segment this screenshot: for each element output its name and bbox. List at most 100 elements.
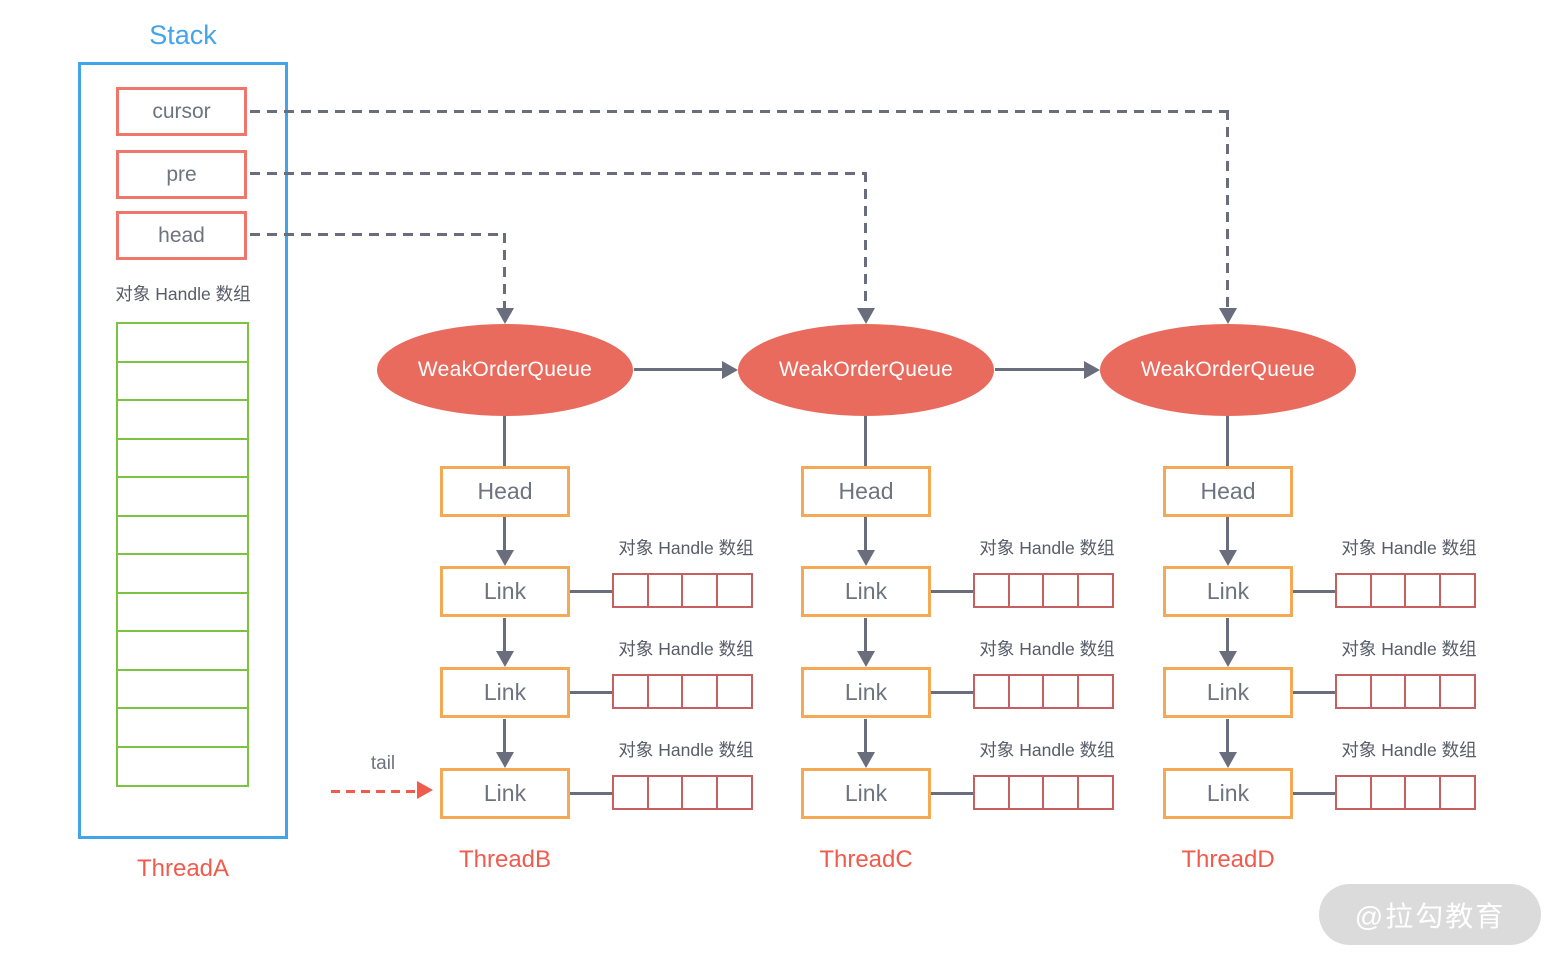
handle-array-cell: [1404, 573, 1441, 608]
connector-line: [503, 517, 506, 551]
watermark-badge: @拉勾教育: [1319, 884, 1541, 945]
link-node: Link: [440, 566, 570, 617]
link-node: Link: [440, 768, 570, 819]
pre-pointer-line-h: [250, 172, 866, 175]
handle-array-label: 对象 Handle 数组: [979, 740, 1115, 760]
connector-line: [503, 719, 506, 753]
handle-array-cell: [612, 573, 649, 608]
handle-array-cell: [1042, 573, 1079, 608]
handle-array-cell: [973, 674, 1010, 709]
handle-array-cell: [1369, 573, 1407, 608]
handle-array-cell: [715, 573, 753, 608]
arrow-down-icon: [496, 752, 514, 768]
object-handle-array: [973, 573, 1114, 608]
handle-array-label: 对象 Handle 数组: [1341, 538, 1477, 558]
connector-line: [1226, 618, 1229, 652]
cursor-arrowhead-icon: [1219, 308, 1237, 324]
handle-array-label: 对象 Handle 数组: [1341, 639, 1477, 659]
object-handle-array: [973, 674, 1114, 709]
link-node: Link: [801, 667, 931, 718]
head-field: head: [116, 211, 247, 260]
link-to-array-line: [1293, 590, 1335, 593]
object-handle-array: [1335, 573, 1476, 608]
stack-array-cell: [116, 514, 249, 556]
link-to-array-line: [1293, 792, 1335, 795]
arrow-down-icon: [1219, 550, 1237, 566]
handle-array-cell: [973, 573, 1010, 608]
link-to-array-line: [931, 590, 973, 593]
stack-array-cell: [116, 437, 249, 479]
arrow-down-icon: [496, 550, 514, 566]
handle-array-cell: [681, 775, 718, 810]
handle-array-cell: [1042, 775, 1079, 810]
connector-line: [1226, 719, 1229, 753]
link-to-array-line: [570, 792, 612, 795]
handle-array-cell: [1369, 775, 1407, 810]
connector-line: [864, 719, 867, 753]
link-to-array-line: [931, 792, 973, 795]
connector-line: [864, 517, 867, 551]
handle-array-cell: [646, 775, 684, 810]
handle-array-cell: [715, 775, 753, 810]
stack-handle-array-label: 对象 Handle 数组: [115, 284, 251, 304]
handle-array-cell: [1404, 674, 1441, 709]
stack-panel: [78, 62, 288, 839]
stack-handle-array: [116, 322, 249, 787]
handle-array-label: 对象 Handle 数组: [618, 538, 754, 558]
handle-array-cell: [646, 674, 684, 709]
arrow-down-icon: [1219, 752, 1237, 768]
stack-array-cell: [116, 707, 249, 748]
head-node: Head: [1163, 466, 1293, 517]
stack-title: Stack: [149, 20, 217, 50]
arrow-down-icon: [857, 550, 875, 566]
handle-array-cell: [681, 573, 718, 608]
handle-array-cell: [1369, 674, 1407, 709]
link-node: Link: [440, 667, 570, 718]
link-node: Link: [1163, 566, 1293, 617]
queue-c-to-d-line: [995, 368, 1084, 371]
handle-array-cell: [1042, 674, 1079, 709]
arrow-down-icon: [857, 651, 875, 667]
stack-array-cell: [116, 630, 249, 671]
arrow-down-icon: [1219, 651, 1237, 667]
handle-array-cell: [1438, 775, 1476, 810]
handle-array-label: 对象 Handle 数组: [979, 639, 1115, 659]
stack-array-cell: [116, 360, 249, 402]
handle-array-cell: [1335, 573, 1372, 608]
link-to-array-line: [931, 691, 973, 694]
handle-array-label: 对象 Handle 数组: [618, 740, 754, 760]
stack-array-cell: [116, 553, 249, 594]
handle-array-cell: [1007, 775, 1045, 810]
connector-line: [864, 618, 867, 652]
object-handle-array: [612, 674, 753, 709]
handle-array-cell: [1404, 775, 1441, 810]
stack-array-cell: [116, 322, 249, 363]
handle-array-label: 对象 Handle 数组: [1341, 740, 1477, 760]
handle-array-cell: [715, 674, 753, 709]
tail-pointer-line: [331, 790, 418, 793]
queue-c-to-d-arrowhead-icon: [1084, 361, 1100, 379]
object-handle-array: [612, 573, 753, 608]
object-handle-array: [1335, 775, 1476, 810]
queue-to-head-line: [503, 416, 506, 466]
cursor-field: cursor: [116, 87, 247, 136]
head-arrowhead-icon: [496, 308, 514, 324]
thread-d-label: ThreadD: [1181, 846, 1275, 873]
object-handle-array: [1335, 674, 1476, 709]
handle-array-cell: [646, 573, 684, 608]
link-to-array-line: [570, 590, 612, 593]
connector-line: [503, 618, 506, 652]
handle-array-cell: [973, 775, 1010, 810]
link-to-array-line: [1293, 691, 1335, 694]
head-pointer-line-v: [503, 233, 506, 308]
thread-b-label: ThreadB: [458, 846, 552, 873]
weak-order-queue-node: WeakOrderQueue: [377, 324, 633, 416]
thread-column-b: WeakOrderQueue Head Link Link Link 对象 Ha…: [375, 0, 895, 969]
cursor-pointer-line-h: [250, 110, 1228, 113]
thread-column-c: WeakOrderQueue Head Link Link Link 对象 Ha…: [736, 0, 1256, 969]
stack-array-cell: [116, 745, 249, 787]
thread-c-label: ThreadC: [819, 846, 913, 873]
tail-label: tail: [370, 753, 396, 774]
handle-array-cell: [1438, 674, 1476, 709]
